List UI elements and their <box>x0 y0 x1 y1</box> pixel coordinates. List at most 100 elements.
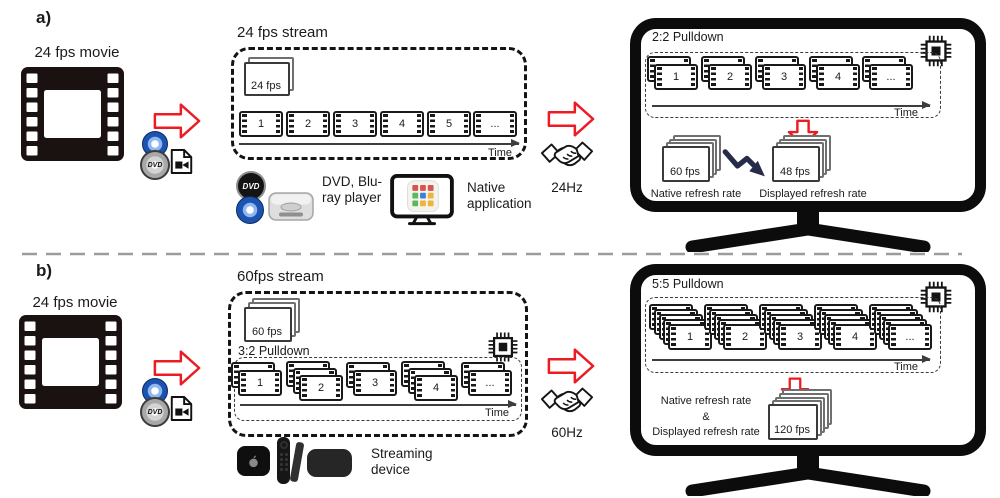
rate-card-label: 48 fps <box>780 166 810 178</box>
streaming-box-icon <box>307 449 352 477</box>
apple-tv-icon <box>237 446 270 476</box>
decline-zigzag-arrow-icon <box>722 149 765 177</box>
frame-number: ... <box>477 372 503 394</box>
film-frame-icon: ... <box>468 370 512 396</box>
movie-title-a: 24 fps movie <box>34 44 120 61</box>
dvd-disc-icon: DVD <box>140 397 170 427</box>
card-front: 60 fps <box>244 307 292 342</box>
film-frame-icon: 2 <box>299 375 343 401</box>
film-frame-icon: 2 <box>708 64 752 90</box>
rate-card-24fps: 24 fps <box>244 57 294 96</box>
frame-number: 3 <box>771 66 797 88</box>
arrow-right-icon <box>153 103 201 139</box>
film-frame-icon: 1 <box>654 64 698 90</box>
film-frame-icon: 3 <box>762 64 806 90</box>
native-app-label: Native application <box>467 180 532 212</box>
time-label: Time <box>484 407 510 419</box>
arrow-right-icon <box>153 350 201 386</box>
dvd-logo-text: DVD <box>147 408 163 416</box>
frame-number: 2 <box>308 377 334 399</box>
tv-stand-legs <box>685 466 931 496</box>
film-frame-icon: 2 <box>723 324 767 350</box>
movie-title-b: 24 fps movie <box>32 294 118 311</box>
frame-number: 4 <box>389 113 415 135</box>
rate-card-label: 60 fps <box>252 326 282 338</box>
film-frame-icon: 1 <box>238 370 282 396</box>
time-label: Time <box>893 361 919 373</box>
film-frame-icon: ... <box>473 111 517 137</box>
rate-card-120fps: 120 fps <box>768 389 832 440</box>
time-label: Time <box>893 107 919 119</box>
film-frame-icon: 1 <box>239 111 283 137</box>
film-frame-icon: 2 <box>286 111 330 137</box>
film-frame-icon: 4 <box>414 375 458 401</box>
chip-icon <box>488 332 518 362</box>
frame-number: 3 <box>342 113 368 135</box>
film-frame-icon: ... <box>888 324 932 350</box>
card-front: 60 fps <box>662 146 710 182</box>
frame-number: 5 <box>436 113 462 135</box>
stream-b-pulldown-box <box>234 357 522 421</box>
tv-a-title: 2:2 Pulldown <box>652 30 724 44</box>
film-frame-icon: 1 <box>668 324 712 350</box>
stream-b-box <box>228 291 528 437</box>
frame-number: 2 <box>717 66 743 88</box>
tv-b-amp: & <box>702 411 710 423</box>
stream-a-title: 24 fps stream <box>237 24 328 41</box>
handshake-icon <box>540 387 594 413</box>
tv-b-title: 5:5 Pulldown <box>652 277 724 291</box>
stream-a-box <box>231 47 527 160</box>
native-rate-label: Native refresh rate <box>650 188 742 200</box>
streaming-stick-remote-icon <box>277 437 290 484</box>
film-frame-icon: 4 <box>816 64 860 90</box>
streaming-device-label: Streaming device <box>371 446 433 478</box>
film-frame-icon: 3 <box>333 111 377 137</box>
frame-number: 4 <box>825 66 851 88</box>
film-strip-icon <box>19 315 122 409</box>
time-label: Time <box>487 147 513 159</box>
native-app-tv-icon <box>390 173 454 226</box>
dvd-disc-icon: DVD <box>140 150 170 180</box>
video-file-icon <box>170 149 193 174</box>
arrow-right-icon <box>547 348 595 384</box>
frame-number: 3 <box>787 326 813 348</box>
film-frame-icon: 4 <box>380 111 424 137</box>
film-frame-icon: 5 <box>427 111 471 137</box>
tv-b-pulldown-box <box>645 297 941 373</box>
film-strip-icon <box>21 67 124 161</box>
section-a-label: a) <box>36 8 52 27</box>
frame-number: 1 <box>677 326 703 348</box>
rate-card-48fps: 48 fps <box>772 135 831 182</box>
displayed-rate-label: Displayed refresh rate <box>759 188 867 200</box>
card-front: 24 fps <box>244 62 290 96</box>
card-front: 120 fps <box>768 404 818 440</box>
video-file-icon <box>170 396 193 421</box>
film-frame-icon: ... <box>869 64 913 90</box>
rate-card-60fps: 60 fps <box>662 135 721 182</box>
frame-number: 4 <box>842 326 868 348</box>
rate-card-label: 24 fps <box>251 80 281 92</box>
stream-b-pulldown-label: 3:2 Pulldown <box>238 344 310 358</box>
frame-number: 3 <box>362 372 388 394</box>
frame-number: 4 <box>423 377 449 399</box>
time-axis <box>240 399 517 410</box>
time-axis <box>239 138 520 149</box>
section-b-label: b) <box>36 261 53 280</box>
bluray-disc-icon <box>236 196 264 224</box>
frame-number: ... <box>897 326 923 348</box>
frame-number: 2 <box>732 326 758 348</box>
rate-card-label: 120 fps <box>773 424 811 436</box>
tv-b-displayed-rate-label: Displayed refresh rate <box>652 426 760 438</box>
arrow-right-icon <box>547 101 595 137</box>
tv-stand-legs <box>685 222 931 252</box>
section-divider <box>22 252 962 256</box>
tv-a-pulldown-box <box>645 52 941 118</box>
film-frame-icon: 3 <box>353 370 397 396</box>
film-frame-icon: 4 <box>833 324 877 350</box>
frame-number: 1 <box>247 372 273 394</box>
dvd-logo-text: DVD <box>147 161 163 169</box>
card-front: 48 fps <box>772 146 820 182</box>
frame-number: ... <box>878 66 904 88</box>
rate-card-60fps: 60 fps <box>244 297 300 342</box>
time-axis <box>652 354 931 365</box>
